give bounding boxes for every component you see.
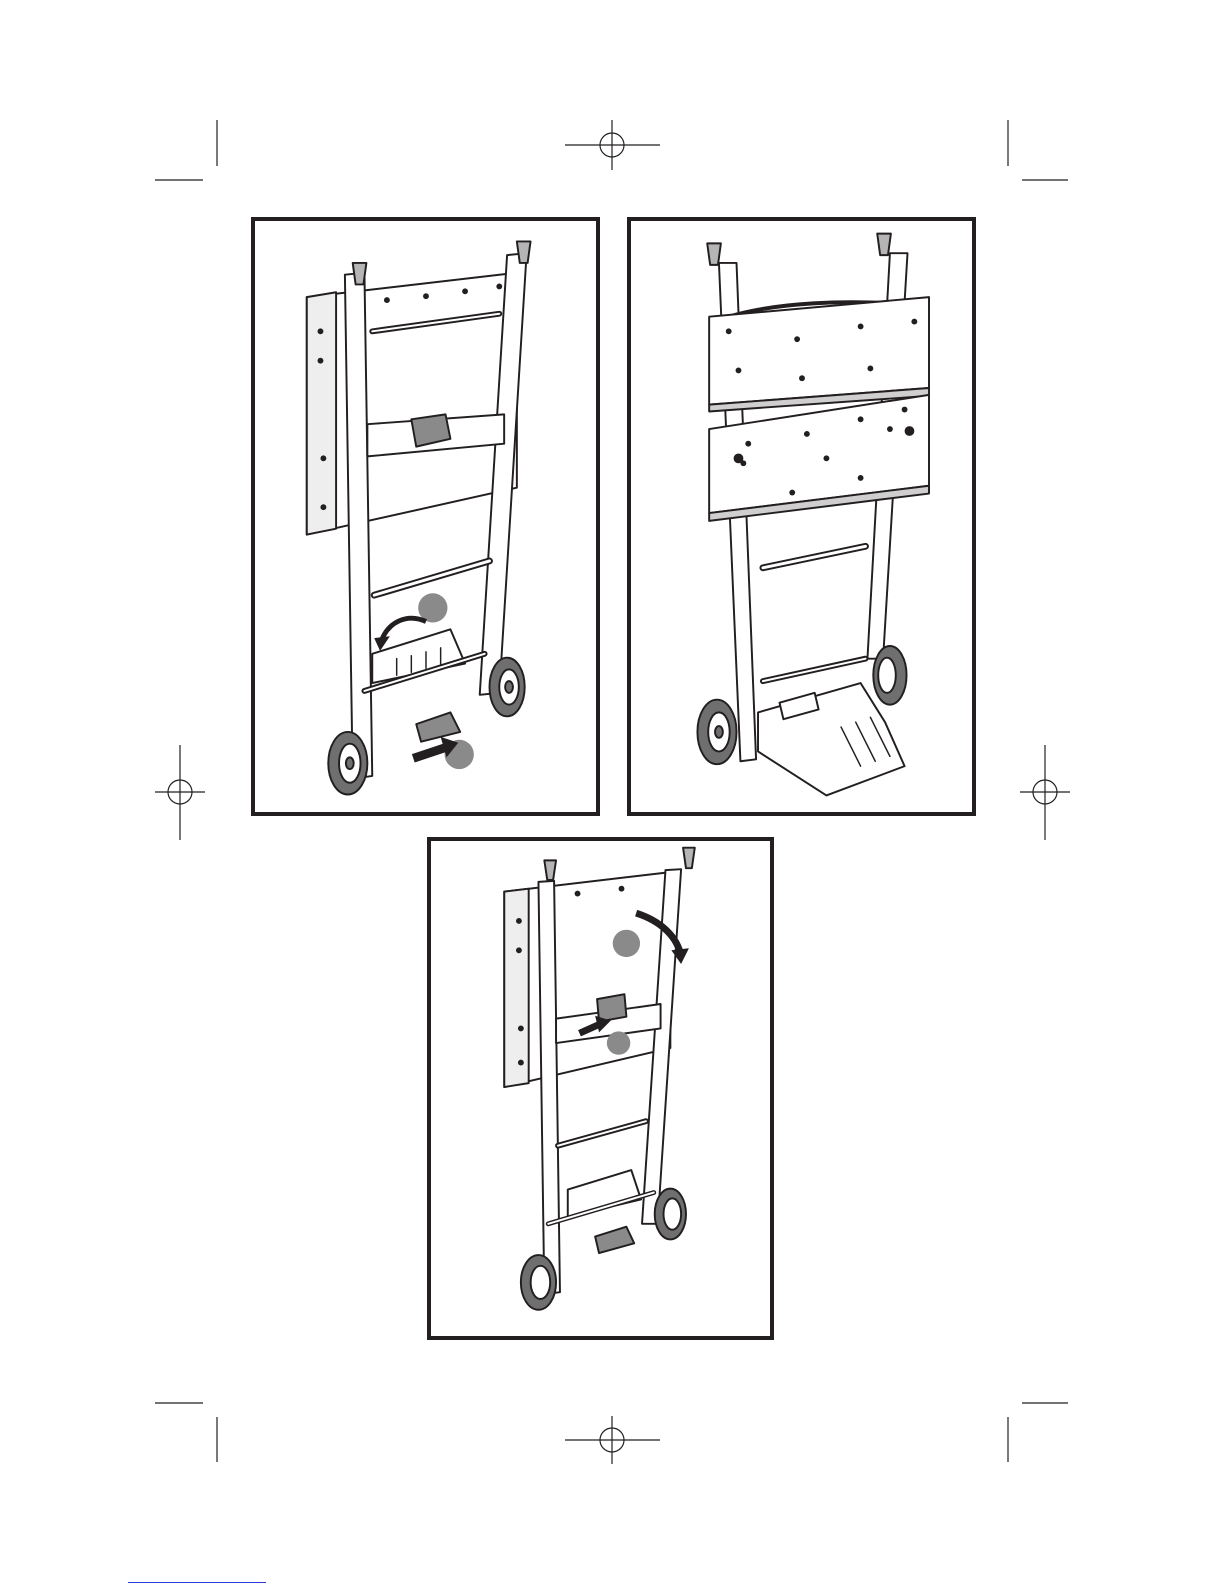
hand-truck-illustration xyxy=(631,221,972,812)
figure-bottom-center xyxy=(427,837,774,1340)
registration-mark-bottom xyxy=(565,1416,660,1464)
footer-link[interactable] xyxy=(128,1572,266,1583)
wheel-left xyxy=(697,700,736,764)
crop-mark-top-left xyxy=(155,120,217,180)
registration-mark-left xyxy=(155,745,205,840)
crop-mark-bottom-right xyxy=(1008,1403,1068,1462)
handle-grips xyxy=(707,234,891,265)
wheel-right xyxy=(873,646,906,705)
crop-mark-top-right xyxy=(1008,120,1068,180)
wheel-left xyxy=(328,732,367,795)
crop-mark-bottom-left xyxy=(155,1403,217,1462)
registration-mark-right xyxy=(1020,745,1070,840)
worktop-upper-jaw xyxy=(709,297,929,404)
wheel-right xyxy=(655,1189,686,1240)
hand-truck-illustration xyxy=(255,221,596,812)
hand-truck-illustration xyxy=(431,841,770,1336)
wheel-left xyxy=(521,1255,556,1310)
registration-mark-top xyxy=(565,120,660,170)
latch-block xyxy=(597,994,626,1021)
figure-top-right xyxy=(627,217,976,816)
foot-pedal xyxy=(595,1227,634,1253)
curved-arrow xyxy=(382,618,426,639)
foot-pedal xyxy=(416,712,460,741)
figure-top-left xyxy=(251,217,600,816)
folded-worktop xyxy=(307,273,517,535)
wheel-right xyxy=(489,658,524,717)
